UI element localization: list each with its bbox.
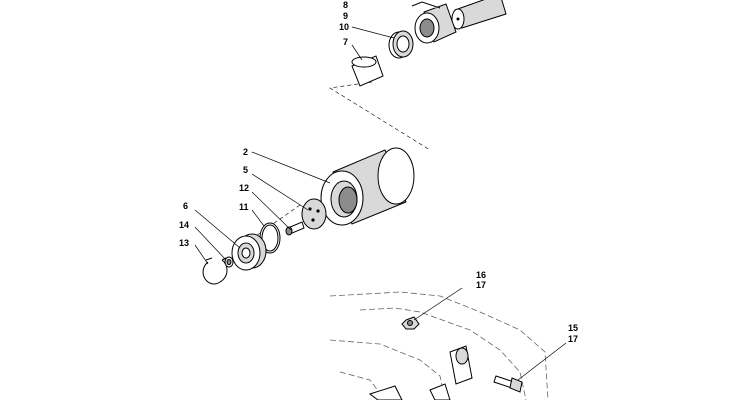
callout-16: 16 — [476, 270, 486, 280]
callout-9: 9 — [343, 11, 348, 21]
bolt-part-12 — [285, 221, 305, 236]
roller-part-2 — [320, 147, 415, 226]
callout-8: 8 — [343, 0, 348, 10]
washer-part-14 — [224, 256, 234, 268]
callout-13: 13 — [179, 238, 189, 248]
callout-labels: 8 9 10 7 2 5 12 11 6 14 13 16 17 15 17 — [179, 0, 578, 344]
nut-part-16 — [401, 316, 420, 330]
callout-12: 12 — [239, 183, 249, 193]
callout-10: 10 — [339, 22, 349, 32]
callout-17-upper: 17 — [476, 280, 486, 290]
frame-bracket — [329, 291, 549, 400]
callout-2: 2 — [243, 147, 248, 157]
upper-shaft — [451, 0, 507, 30]
callout-17-lower: 17 — [568, 334, 578, 344]
sleeve-part-7 — [351, 55, 384, 87]
plate-part-5 — [301, 198, 327, 230]
callout-15: 15 — [568, 323, 578, 333]
callout-5: 5 — [243, 165, 248, 175]
pulley-part-6 — [231, 233, 267, 271]
bolt-part-15 — [493, 375, 523, 393]
callout-11: 11 — [239, 202, 249, 212]
callout-14: 14 — [179, 220, 189, 230]
callout-6: 6 — [183, 201, 188, 211]
snap-ring-part-13 — [202, 257, 228, 285]
seal-ring-part-10 — [388, 30, 414, 59]
leader-lines — [194, 26, 567, 381]
assembly-centerline — [249, 81, 431, 241]
upper-bushing — [411, 1, 457, 44]
callout-7: 7 — [343, 37, 348, 47]
